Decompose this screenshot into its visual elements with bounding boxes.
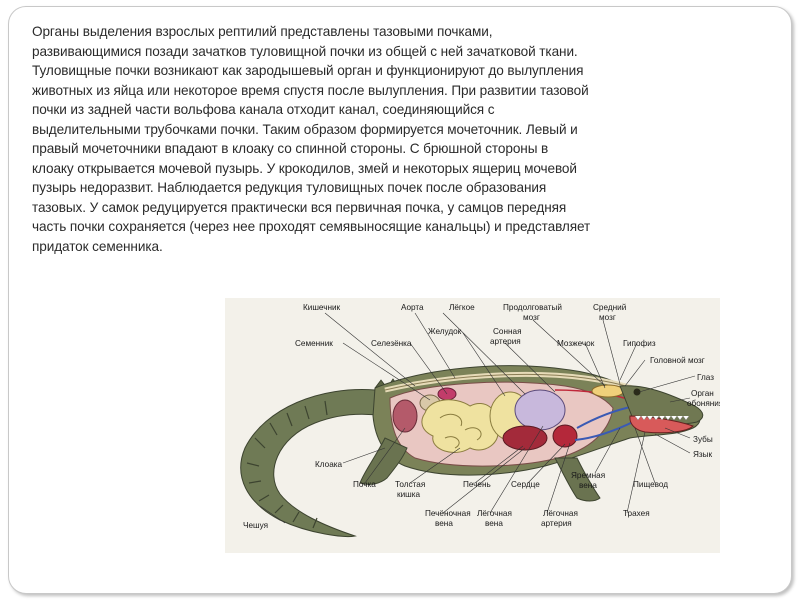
slide-paragraph: Органы выделения взрослых рептилий предс… (32, 24, 591, 254)
label-yaremnaya-2: вена (579, 481, 597, 490)
label-pochka: Почка (353, 480, 376, 489)
label-sonnaya-1: Сонная (493, 327, 522, 336)
crocodile-anatomy-figure: Кишечник Аорта Лёгкое Продолговатый мозг… (225, 298, 720, 553)
label-legochnaya-art-1: Лёгочная (543, 509, 578, 518)
heart-shape (552, 424, 578, 448)
label-zuby: Зубы (693, 435, 713, 444)
label-prodolgovaty-2: мозг (523, 313, 540, 322)
crocodile-tail (240, 389, 386, 537)
kidney-shape (392, 399, 418, 433)
label-sredny-1: Средний (593, 303, 626, 312)
label-semennik: Семенник (295, 339, 333, 348)
label-golovnoy-mozg: Головной мозг (650, 356, 705, 365)
label-glaz: Глаз (697, 373, 714, 382)
label-organ-2: обоняния (687, 399, 720, 408)
crocodile-mouth (629, 415, 694, 434)
label-mozzhechok: Мозжечок (557, 339, 595, 348)
label-serdtse: Сердце (511, 480, 540, 489)
leader-lines (259, 312, 696, 524)
label-legochnaya-art-2: артерия (541, 519, 572, 528)
label-gipofiz: Гипофиз (623, 339, 656, 348)
label-organ-1: Орган (691, 389, 714, 398)
label-sredny-2: мозг (599, 313, 616, 322)
label-sonnaya-2: артерия (490, 337, 521, 346)
label-kishechnik: Кишечник (303, 303, 341, 312)
label-kloaka: Клоака (315, 460, 343, 469)
label-aorta: Аорта (401, 303, 424, 312)
label-pechenochnaya-1: Печёночная (425, 509, 471, 518)
label-pishchevod: Пищевод (633, 480, 668, 489)
label-yaremnaya-1: Яремная (571, 471, 605, 480)
crocodile-anatomy-svg: Кишечник Аорта Лёгкое Продолговатый мозг… (240, 303, 720, 537)
label-pechen: Печень (463, 480, 491, 489)
label-tolstaya-1: Толстая (395, 480, 425, 489)
teeth (634, 415, 690, 421)
label-legochnaya-vena-2: вена (485, 519, 503, 528)
brain-shape (591, 384, 625, 398)
label-traheya: Трахея (623, 509, 650, 518)
lung-shape (514, 389, 566, 431)
tail-scales-pattern (246, 400, 328, 529)
label-legkoe: Лёгкое (449, 303, 475, 312)
label-legochnaya-vena-1: Лёгочная (477, 509, 512, 518)
label-pechenochnaya-2: вена (435, 519, 453, 528)
front-leg (554, 457, 601, 502)
label-prodolgovaty-1: Продолговатый (503, 303, 562, 312)
label-yazyk: Язык (693, 450, 713, 459)
label-selezenka: Селезёнка (371, 339, 412, 348)
label-cheshuya: Чешуя (243, 521, 268, 530)
label-tolstaya-2: кишка (397, 490, 420, 499)
intestine-coils (439, 413, 482, 449)
eye-shape (633, 388, 641, 396)
liver-shape (502, 425, 548, 451)
hind-leg (359, 437, 408, 485)
label-zheludok: Желудок (428, 327, 462, 336)
